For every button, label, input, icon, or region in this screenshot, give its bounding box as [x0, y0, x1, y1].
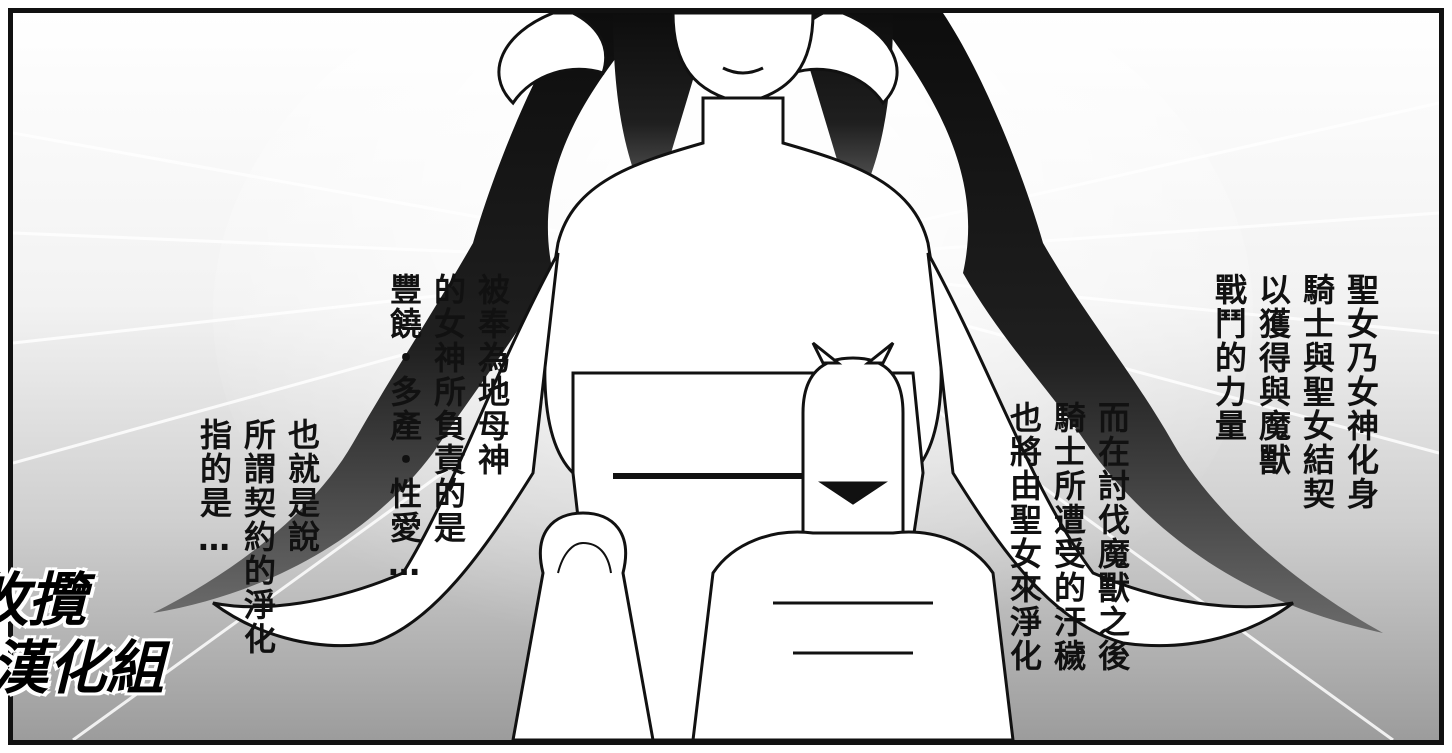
- caption-middle-left-line-3: 豐饒・多產・性愛…: [385, 273, 423, 585]
- saintess-figure: [511, 511, 655, 740]
- caption-right-line-1: 聖女乃女神化身: [1342, 273, 1380, 511]
- caption-middle-right-line-1: 而在討伐魔獸之後: [1093, 401, 1131, 673]
- horns: [497, 13, 899, 106]
- caption-right: 聖女乃女神化身 騎士與聖女結契 以獲得與魔獸 戰鬥的力量: [1163, 113, 1427, 511]
- illustration: [13, 13, 1439, 740]
- caption-middle-left: 被奉為地母神 的女神所負責的是 豐饒・多產・性愛…: [338, 113, 558, 585]
- caption-middle-left-line-2: 的女神所負責的是: [429, 273, 467, 545]
- manga-panel: 聖女乃女神化身 騎士與聖女結契 以獲得與魔獸 戰鬥的力量 而在討伐魔獸之後 騎士…: [8, 8, 1444, 745]
- caption-left: 也就是說 所謂契約的淨化 指的是…: [148, 258, 368, 656]
- right-arm: [926, 252, 1294, 648]
- caption-middle-left-line-1: 被奉為地母神: [473, 273, 511, 477]
- knight-figure: [691, 341, 1015, 740]
- caption-left-line-3: 指的是…: [195, 418, 233, 560]
- watermark-line-2: 漢化組: [0, 634, 165, 702]
- caption-left-line-2: 所謂契約的淨化: [239, 418, 277, 656]
- caption-left-line-1: 也就是說: [283, 418, 321, 554]
- caption-middle-right-line-3: 也將由聖女來淨化: [1005, 401, 1043, 673]
- caption-middle-right-line-2: 騎士所遭受的汙穢: [1049, 401, 1087, 673]
- caption-right-line-2: 騎士與聖女結契: [1298, 273, 1336, 511]
- caption-right-line-3: 以獲得與魔獸: [1254, 273, 1292, 477]
- caption-middle-right: 而在討伐魔獸之後 騎士所遭受的汙穢 也將由聖女來淨化: [958, 241, 1178, 673]
- watermark: 攸攬 漢化組: [0, 560, 200, 753]
- left-arm: [212, 252, 560, 648]
- watermark-line-1: 攸攬: [0, 566, 87, 634]
- caption-right-line-4: 戰鬥的力量: [1210, 273, 1248, 443]
